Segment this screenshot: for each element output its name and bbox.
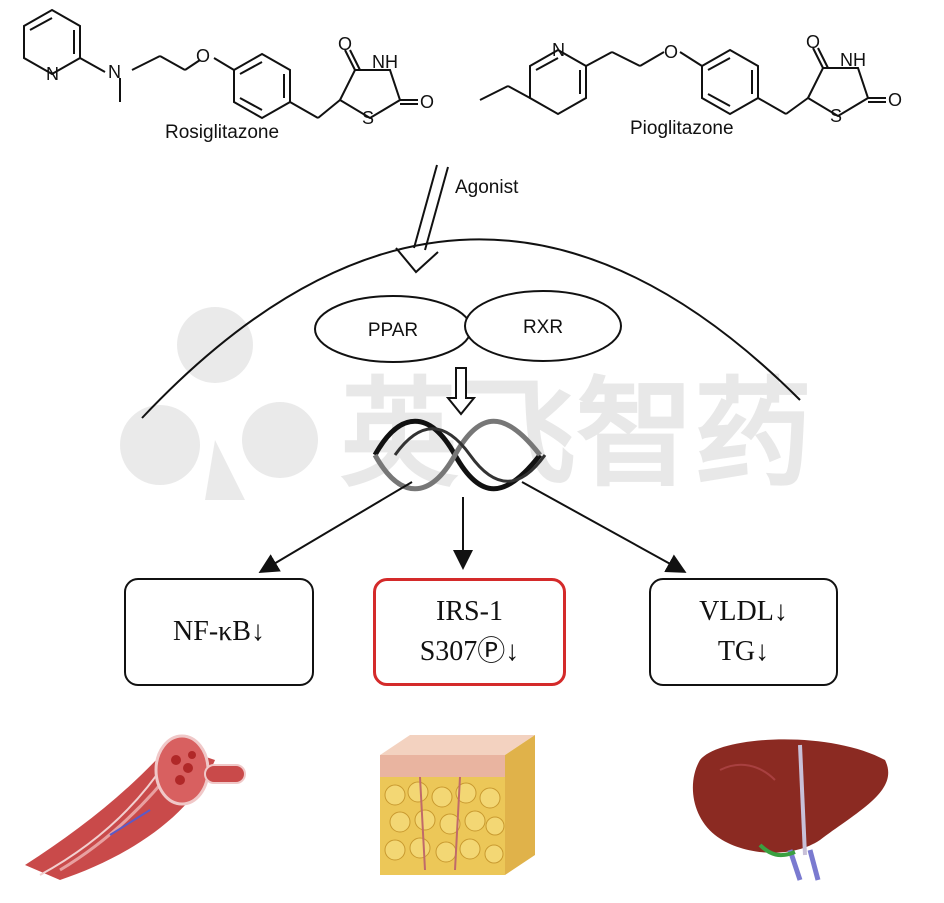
watermark-logo-icon — [120, 307, 318, 500]
svg-text:N: N — [552, 40, 565, 60]
pioglitazone-label: Pioglitazone — [630, 118, 734, 139]
agonist-arrow — [395, 164, 449, 274]
arrow-to-nfkb — [258, 481, 413, 574]
svg-text:NH: NH — [840, 50, 866, 70]
svg-text:S: S — [830, 106, 842, 126]
svg-text:O: O — [196, 46, 210, 66]
svg-text:O: O — [888, 90, 902, 110]
rxr-label: RXR — [523, 317, 563, 338]
agonist-label: Agonist — [455, 177, 519, 198]
lipid-effect-box: VLDL↓ TG↓ — [649, 578, 838, 686]
nfkb-effect-text: NF-κB↓ — [173, 616, 265, 647]
muscle-icon — [25, 734, 246, 880]
adipose-tissue-icon — [380, 735, 535, 875]
pioglitazone-atom-labels: N O O NH O S — [552, 32, 902, 126]
irs1-effect-line-1: IRS-1 — [436, 596, 503, 627]
ppar-receptor: PPAR — [314, 295, 472, 363]
svg-text:O: O — [806, 32, 820, 52]
svg-text:S: S — [362, 108, 374, 128]
rosiglitazone-label: Rosiglitazone — [165, 122, 279, 143]
rxr-receptor: RXR — [464, 290, 622, 362]
liver-icon — [692, 739, 889, 881]
vldl-effect-text: VLDL↓ — [699, 596, 788, 627]
pioglitazone-structure — [479, 47, 886, 118]
svg-text:N: N — [46, 64, 59, 84]
tg-effect-text: TG↓ — [717, 636, 770, 667]
irs1-effect-box: IRS-1 S307Ⓟ↓ — [373, 578, 566, 686]
svg-text:O: O — [338, 34, 352, 54]
nfkb-effect-box: NF-κB↓ — [124, 578, 314, 686]
ppar-label: PPAR — [368, 320, 418, 341]
arrow-to-vldl — [521, 481, 687, 573]
svg-text:O: O — [420, 92, 434, 112]
svg-text:O: O — [664, 42, 678, 62]
rosiglitazone-atom-labels: N N O O NH O S — [46, 34, 434, 128]
dna-icon — [372, 418, 547, 492]
nucleus-membrane — [141, 238, 801, 419]
binding-arrow — [445, 367, 477, 416]
svg-text:NH: NH — [372, 52, 398, 72]
rosiglitazone-structure — [23, 8, 418, 120]
svg-text:N: N — [108, 62, 121, 82]
irs1-effect-line-2: S307Ⓟ↓ — [419, 636, 520, 667]
